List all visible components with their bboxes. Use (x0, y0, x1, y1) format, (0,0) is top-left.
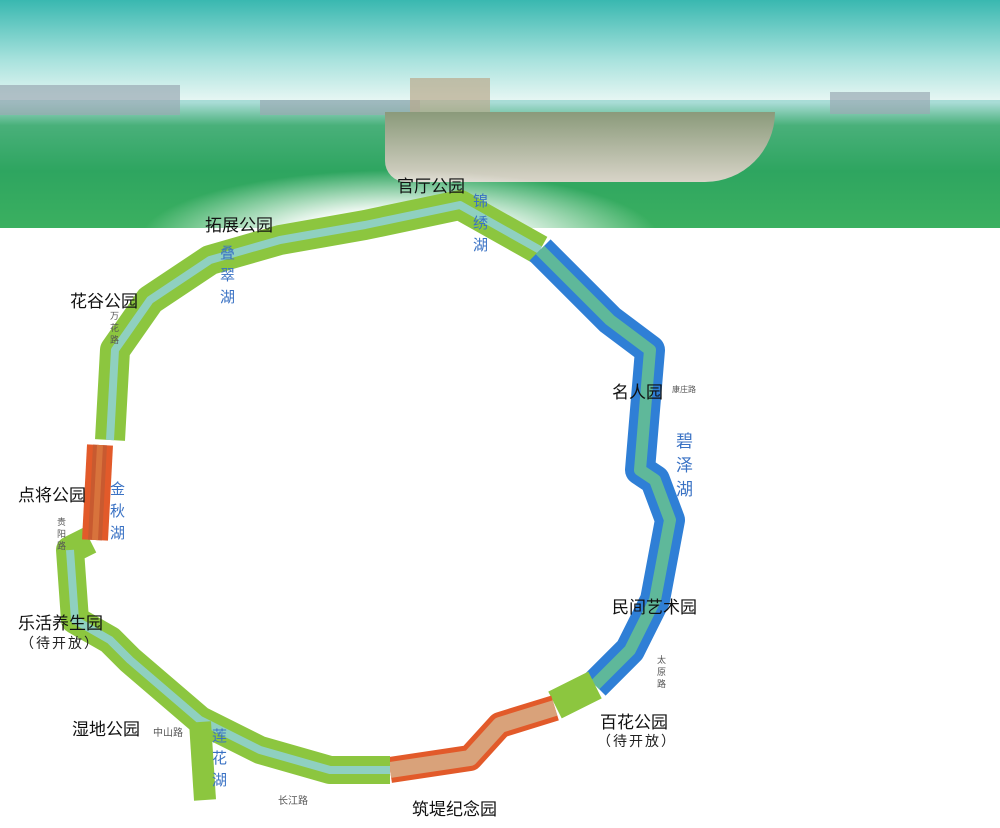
lake-label-bize: 碧泽湖 (676, 432, 693, 500)
lake-label-lianhua: 莲花湖 (212, 727, 228, 789)
park-label-baihua: 百花公园 (600, 713, 668, 733)
road-label-taiyuan: 太原路 (657, 656, 667, 690)
road-label-kangzhuang: 康庄路 (672, 385, 696, 394)
road-label-changjiang: 长江路 (278, 796, 308, 807)
green-segment-baihua (548, 671, 602, 719)
park-note-lehuo: （待开放） (20, 636, 100, 652)
park-label-shidi: 湿地公园 (72, 720, 140, 740)
park-label-lehuo: 乐活养生园 (18, 614, 103, 634)
green-spur-lianhua (189, 721, 216, 801)
park-label-zhudi: 筑堤纪念园 (412, 800, 497, 820)
lake-label-diecui: 叠翠湖 (220, 244, 236, 306)
lake-label-jinxiu: 锦绣湖 (473, 192, 489, 254)
park-label-tuozhan: 拓展公园 (205, 216, 273, 236)
park-label-guanting: 官厅公园 (397, 177, 465, 197)
park-label-dianjiang: 点将公园 (18, 486, 86, 506)
park-label-mingren: 名人园 (612, 383, 663, 403)
lake-label-jinqiu: 金秋湖 (110, 480, 126, 542)
road-label-guiyang: 贵阳路 (57, 518, 67, 552)
park-note-baihua: （待开放） (597, 734, 677, 750)
park-label-minjian: 民间艺术园 (612, 598, 697, 618)
road-label-wanhua: 万花路 (110, 312, 120, 346)
road-label-zhongshan: 中山路 (153, 728, 183, 739)
park-label-huagu: 花谷公园 (70, 292, 138, 312)
